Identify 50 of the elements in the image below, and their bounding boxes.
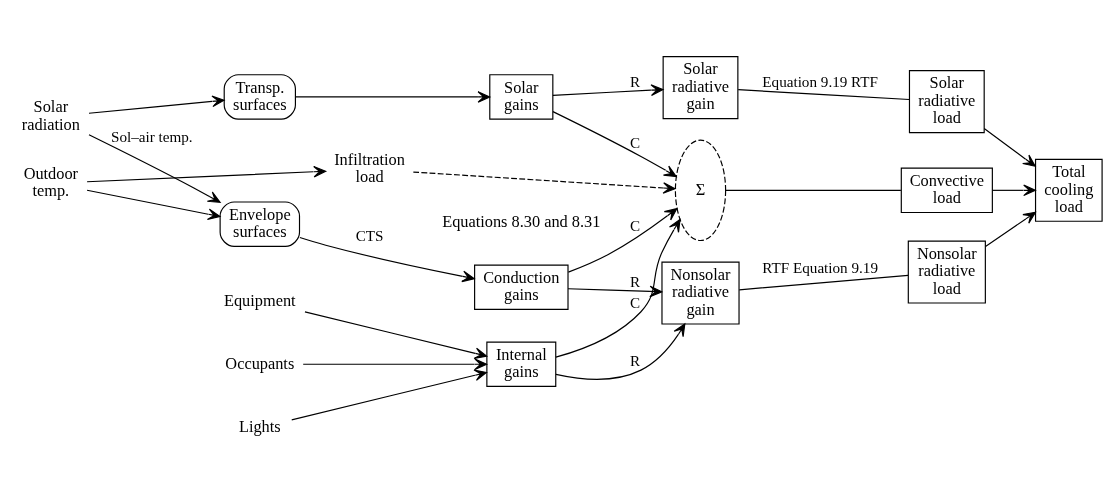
edge-label: R xyxy=(630,72,641,90)
arrow xyxy=(983,127,1036,167)
arrow xyxy=(302,357,488,370)
edge-label: RTF Equation 9.19 xyxy=(762,258,879,276)
arrow xyxy=(991,184,1036,196)
edge-label: CTS xyxy=(355,226,384,244)
arrow xyxy=(555,218,681,358)
label: Equations 8.30 and 8.31 xyxy=(442,211,601,231)
node-text: Equipment xyxy=(223,290,296,310)
arrow xyxy=(412,170,676,194)
node-box: Nonsolar radiative gain xyxy=(661,261,740,325)
arrow xyxy=(291,369,488,420)
node-box: Nonsolar radiative load xyxy=(907,240,986,304)
arrow xyxy=(567,207,678,273)
edge-label: Equation 9.19 RTF xyxy=(762,72,879,90)
node-box: Convective load xyxy=(900,167,993,213)
connector xyxy=(737,88,910,100)
edge-label: C xyxy=(630,133,641,151)
node-text: Lights xyxy=(238,416,281,436)
connector xyxy=(725,189,902,191)
arrow xyxy=(88,95,225,114)
connector xyxy=(738,274,909,290)
arrow xyxy=(304,310,488,359)
node-box: Solar radiative gain xyxy=(662,55,739,119)
node-text: Outdoor temp. xyxy=(23,163,79,200)
edge-label: C xyxy=(630,293,641,311)
node-text: Solar radiation xyxy=(21,96,80,134)
edge-label: Sol–air temp. xyxy=(110,127,193,145)
arrow xyxy=(88,133,221,203)
node-box: Internal gains xyxy=(486,341,557,387)
node-box: Conduction gains xyxy=(474,263,569,310)
node-text: Infiltration load xyxy=(334,149,405,186)
arrow xyxy=(555,322,686,380)
arrow xyxy=(295,90,491,103)
node-text: Occupants xyxy=(225,353,295,373)
arrow xyxy=(984,211,1037,247)
node-box: Envelope surfaces xyxy=(219,200,301,247)
arrow xyxy=(86,189,221,220)
node-box: Total cooling load xyxy=(1034,158,1103,222)
node-box: Solar gains xyxy=(489,73,554,120)
arrow xyxy=(299,236,475,282)
node-box: Solar radiative load xyxy=(908,69,985,133)
arrow xyxy=(552,83,664,96)
node-box: Transp. surfaces xyxy=(223,73,296,120)
arrow xyxy=(86,165,327,182)
node-ellipse: Σ xyxy=(674,139,727,241)
arrow xyxy=(552,110,677,177)
edge-label: C xyxy=(630,215,641,233)
edge-label: R xyxy=(630,272,641,290)
edge-label: R xyxy=(630,351,641,369)
